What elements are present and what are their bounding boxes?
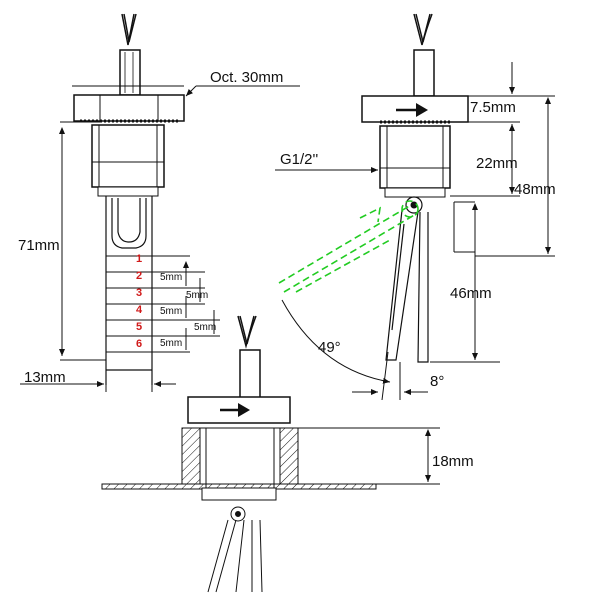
right-wires: [413, 13, 435, 97]
angle-8-label: 8°: [430, 373, 444, 390]
right-view: [275, 13, 555, 401]
right-thread-body: [379, 125, 451, 189]
step-label-2: 5mm: [186, 290, 208, 301]
height-71-label: 71mm: [18, 237, 60, 254]
switch-point-2: 2: [136, 270, 142, 282]
octagon-label: Oct. 30mm: [210, 69, 283, 86]
switch-point-5: 5: [136, 321, 142, 333]
bottom-wires: [237, 315, 261, 399]
height-18-label: 18mm: [432, 453, 474, 470]
switch-point-3: 3: [136, 287, 142, 299]
switch-point-6: 6: [136, 338, 142, 350]
switch-point-lines: [106, 255, 220, 353]
switch-point-1: 1: [136, 253, 142, 265]
height-48-label: 48mm: [514, 181, 556, 198]
height-22-label: 22mm: [476, 155, 518, 172]
step-label-4: 5mm: [194, 322, 216, 333]
width-13-label: 13mm: [24, 369, 66, 386]
step-label-3: 5mm: [160, 306, 182, 317]
thread-label: G1/2'': [280, 151, 318, 168]
left-float: [105, 196, 153, 385]
angle-49-label: 49°: [318, 339, 341, 356]
step-label-1: 5mm: [160, 272, 182, 283]
switch-point-4: 4: [136, 304, 143, 316]
height-46-label: 46mm: [450, 285, 492, 302]
bottom-view: [101, 315, 440, 593]
left-thread-body: [91, 124, 165, 188]
right-float-vertical: [385, 209, 429, 363]
left-wires: [119, 13, 141, 96]
green-float: [278, 200, 419, 293]
left-view: [20, 13, 300, 392]
left-hex-nut: [73, 94, 185, 122]
step-label-5: 5mm: [160, 338, 182, 349]
height-7-5-label: 7.5mm: [470, 99, 516, 116]
